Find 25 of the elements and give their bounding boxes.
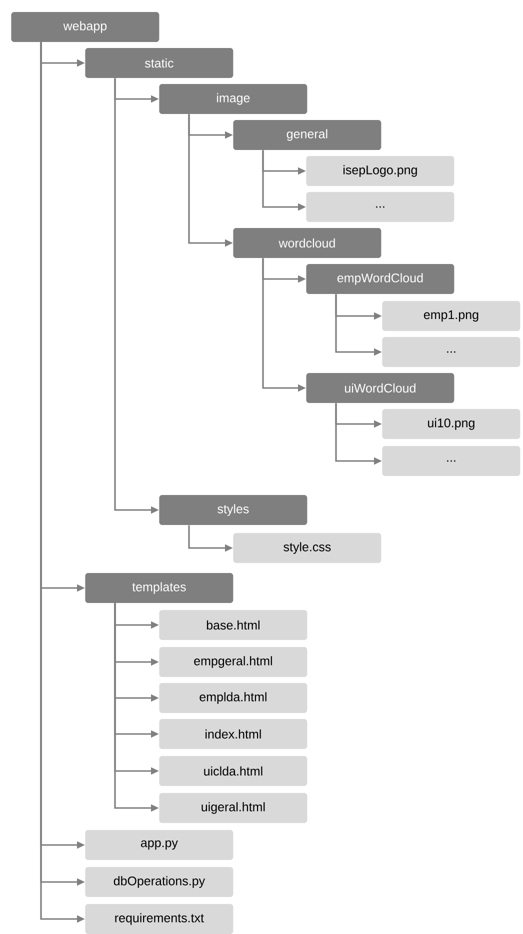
file-box: ... bbox=[382, 446, 520, 476]
file-box: empgeral.html bbox=[159, 647, 308, 677]
file-box: requirements.txt bbox=[85, 904, 234, 934]
folder-box: templates bbox=[85, 573, 234, 603]
folder-box: wordcloud bbox=[233, 228, 382, 258]
file-box: uigeral.html bbox=[159, 793, 308, 823]
folder-box: general bbox=[233, 120, 382, 150]
folder-box: image bbox=[159, 84, 308, 114]
file-box: app.py bbox=[85, 830, 234, 860]
folder-box: static bbox=[85, 48, 234, 78]
file-box: ui10.png bbox=[382, 409, 520, 439]
file-box: ... bbox=[306, 192, 454, 222]
folder-box: webapp bbox=[11, 12, 160, 42]
file-box: dbOperations.py bbox=[85, 867, 234, 897]
file-box: style.css bbox=[233, 533, 382, 563]
file-box: base.html bbox=[159, 610, 308, 640]
file-box: isepLogo.png bbox=[306, 156, 454, 186]
file-box: uiclda.html bbox=[159, 756, 308, 786]
folder-box: empWordCloud bbox=[306, 264, 454, 294]
file-box: ... bbox=[382, 337, 520, 367]
file-box: emp1.png bbox=[382, 301, 520, 331]
file-box: index.html bbox=[159, 719, 308, 749]
folder-box: uiWordCloud bbox=[306, 373, 454, 403]
file-box: emplda.html bbox=[159, 683, 308, 713]
folder-box: styles bbox=[159, 495, 308, 525]
